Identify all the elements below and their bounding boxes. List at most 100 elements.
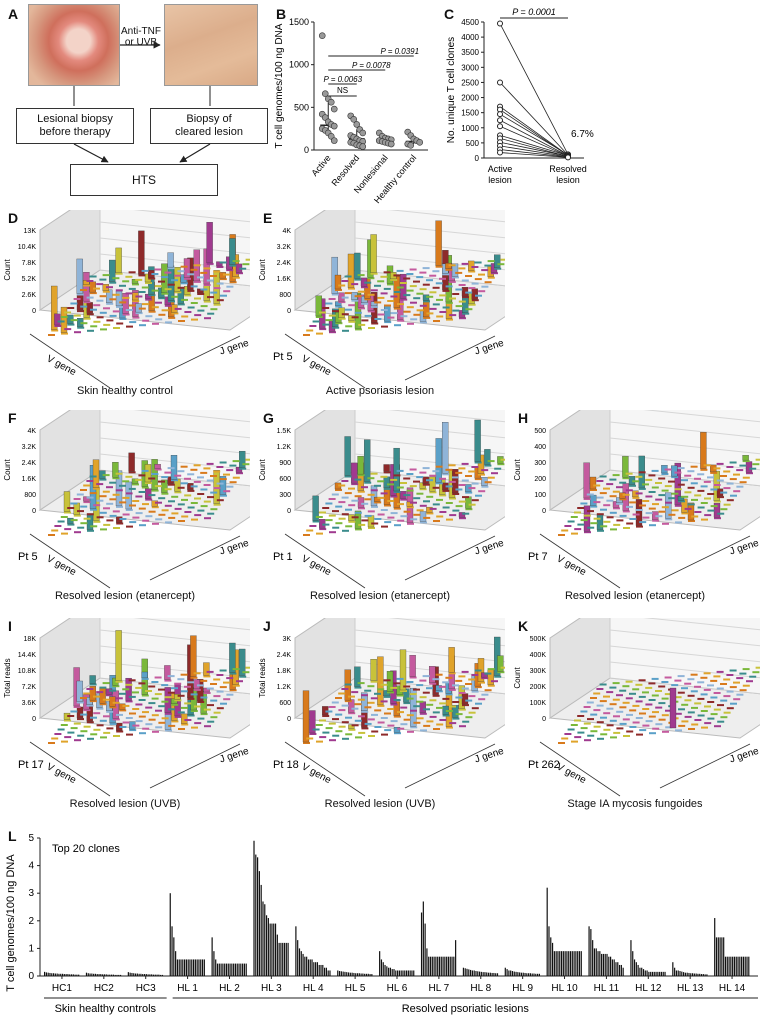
l-bar: [347, 972, 350, 976]
l-bar: [641, 967, 643, 976]
floor-cell: [625, 680, 633, 683]
y-tick-label: 400K: [530, 652, 547, 659]
floor-cell: [710, 679, 718, 682]
floor-cell: [51, 529, 59, 532]
clone-bar: [357, 456, 364, 475]
floor-cell: [328, 706, 336, 708]
floor-cell: [433, 520, 440, 522]
floor-cell: [332, 310, 339, 313]
l-group-label: HL 9: [512, 983, 533, 994]
floor-cell: [697, 697, 705, 700]
floor-cell: [203, 708, 211, 711]
floor-cell: [468, 270, 476, 273]
l-bar: [608, 956, 610, 976]
floor-cell: [138, 274, 146, 277]
floor-cell: [459, 725, 466, 728]
floor-cell: [626, 730, 634, 733]
floor-cell: [687, 470, 695, 473]
floor-cell: [148, 477, 156, 480]
l-bar: [724, 956, 727, 976]
floor-cell: [736, 485, 744, 488]
floor-cell: [164, 471, 172, 474]
floor-cell: [746, 680, 753, 683]
floor-cell: [128, 695, 136, 698]
wall-gridline: [388, 210, 505, 223]
panel-d-caption: Skin healthy control: [77, 385, 173, 397]
floor-cell: [229, 672, 237, 675]
l-bar: [595, 948, 597, 976]
floor-cell: [86, 496, 94, 499]
floor-cell: [357, 474, 365, 477]
floor-cell: [374, 709, 382, 712]
b-ytick-label: 0: [304, 145, 309, 155]
l-bar: [404, 970, 406, 976]
floor-cell: [206, 462, 214, 465]
floor-cell: [449, 297, 456, 300]
l-bar: [245, 963, 247, 976]
j-gene-label: J gene: [218, 338, 250, 358]
floor-cell: [432, 694, 440, 697]
l-bar: [578, 951, 581, 976]
floor-cell: [590, 697, 597, 699]
floor-cell: [357, 290, 365, 293]
floor-cell: [67, 307, 75, 309]
l-bar: [143, 974, 146, 976]
l-bar: [369, 974, 371, 976]
l-bar: [639, 967, 641, 976]
floor-cell: [128, 287, 136, 290]
l-bar: [282, 942, 284, 976]
floor-cell: [652, 711, 659, 714]
l-bar: [360, 973, 362, 976]
l-bar: [78, 974, 80, 976]
floor-cell: [87, 329, 94, 332]
floor-cell: [409, 468, 417, 471]
floor-cell: [603, 487, 610, 490]
l-bar: [702, 974, 704, 976]
floor-cell: [462, 704, 469, 707]
clone-bar: [338, 307, 345, 318]
floor-cell: [397, 519, 405, 522]
floor-cell: [138, 491, 146, 493]
floor-cell: [713, 675, 721, 678]
floor-cell: [642, 691, 649, 694]
floor-cell: [77, 718, 84, 721]
l-bar: [662, 971, 664, 976]
l-bar: [47, 972, 49, 976]
floor-cell: [623, 735, 630, 737]
floor-cell: [736, 693, 744, 696]
l-bar: [644, 970, 646, 976]
floor-cell: [316, 332, 323, 335]
l-group-label: HC1: [52, 983, 72, 994]
floor-cell: [420, 521, 427, 524]
floor-cell: [155, 501, 162, 504]
floor-cell: [177, 678, 185, 681]
floor-cell: [351, 724, 359, 727]
b-point: [321, 90, 329, 97]
floor-cell: [645, 495, 653, 498]
floor-cell: [232, 276, 240, 279]
floor-cell: [184, 719, 192, 721]
l-bar: [389, 967, 392, 976]
floor-cell: [93, 504, 101, 507]
floor-cell: [112, 685, 120, 688]
floor-cell: [442, 489, 450, 492]
y-tick-label: 1.8K: [277, 668, 292, 675]
y-tick-label: 3K: [282, 636, 291, 643]
floor-cell: [168, 300, 175, 303]
floor-cell: [716, 687, 724, 690]
floor-cell: [226, 269, 234, 272]
floor-cell: [694, 702, 702, 705]
floor-cell: [439, 311, 447, 313]
l-bar: [269, 923, 271, 976]
floor-cell: [471, 482, 479, 485]
floor-cell: [629, 501, 637, 504]
floor-cell: [184, 477, 191, 480]
floor-cell: [344, 683, 352, 686]
floor-cell: [700, 676, 708, 679]
floor-cell: [599, 475, 607, 478]
l-bar: [506, 969, 508, 976]
b-ytick-label: 500: [294, 102, 309, 112]
l-bar: [700, 974, 703, 976]
floor-cell: [171, 295, 179, 298]
floor-cell: [64, 528, 72, 531]
